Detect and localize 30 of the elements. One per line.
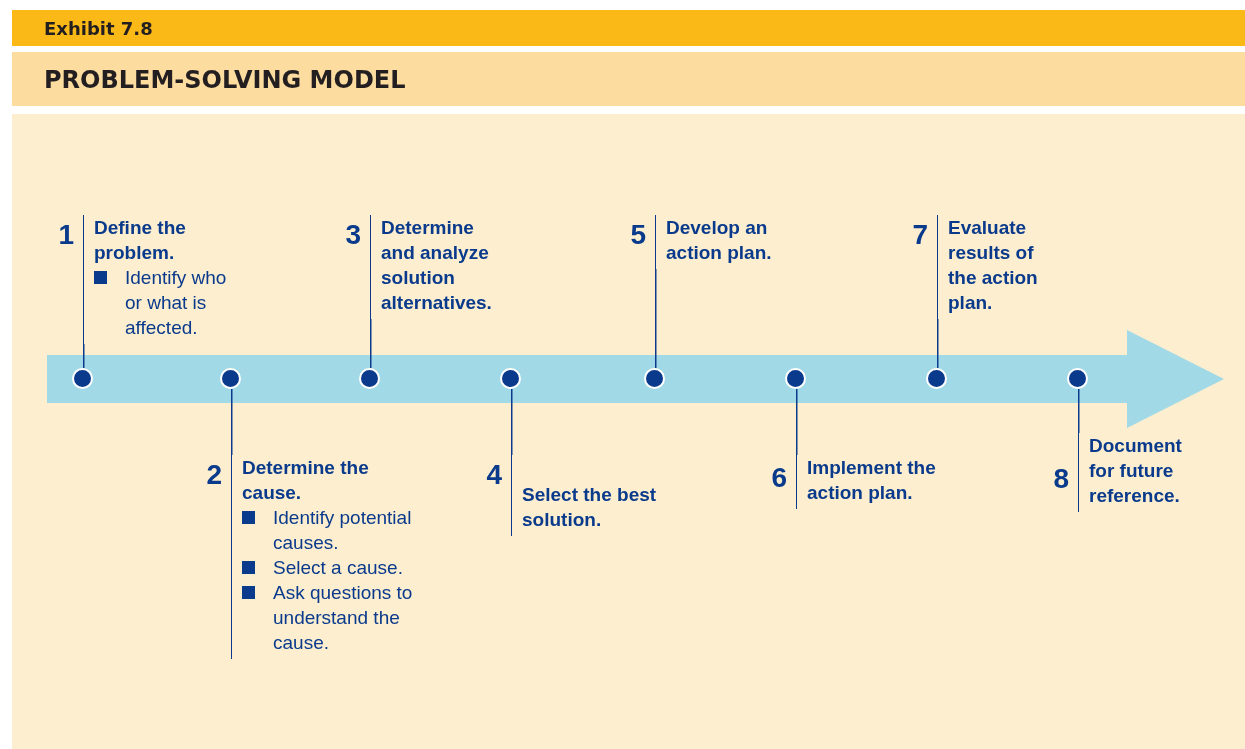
step-number: 4 (485, 461, 503, 489)
bullet-text: Ask questions to understand the cause. (273, 581, 414, 655)
leader-line (231, 388, 233, 456)
step-number: 8 (1052, 465, 1070, 493)
bullet-text: Identify who or what is affected. (125, 266, 228, 340)
leader-line (1078, 388, 1080, 434)
step-heading: Determine and analyze solution alternatives. (381, 216, 493, 315)
step-heading: Document for future reference. (1089, 434, 1183, 508)
step-number: 7 (911, 221, 929, 249)
title-band: PROBLEM-SOLVING MODEL (12, 52, 1245, 106)
step-number: 5 (629, 221, 647, 249)
step-number: 3 (344, 221, 362, 249)
bullet-text: Identify potential causes. (273, 506, 413, 555)
step-heading: Evaluate results of the action plan. (948, 216, 1039, 315)
step-heading: Implement the action plan. (807, 456, 937, 505)
leader-line (937, 318, 939, 369)
leader-line (796, 388, 798, 456)
leader-line (370, 318, 372, 369)
step-number: 2 (205, 461, 223, 489)
leader-line (511, 388, 513, 456)
step-heading: Select the best solution. (522, 483, 658, 532)
leader-line (655, 268, 657, 369)
step-number: 6 (770, 464, 788, 492)
step-number: 1 (57, 221, 75, 249)
leader-line (83, 343, 85, 369)
exhibit-label: Exhibit 7.8 (12, 10, 1245, 46)
step-heading: Define the problem. (94, 216, 187, 265)
step-heading: Determine the cause. (242, 456, 370, 505)
bullet-text: Select a cause. (273, 556, 403, 580)
step-heading: Develop an action plan. (666, 216, 773, 265)
